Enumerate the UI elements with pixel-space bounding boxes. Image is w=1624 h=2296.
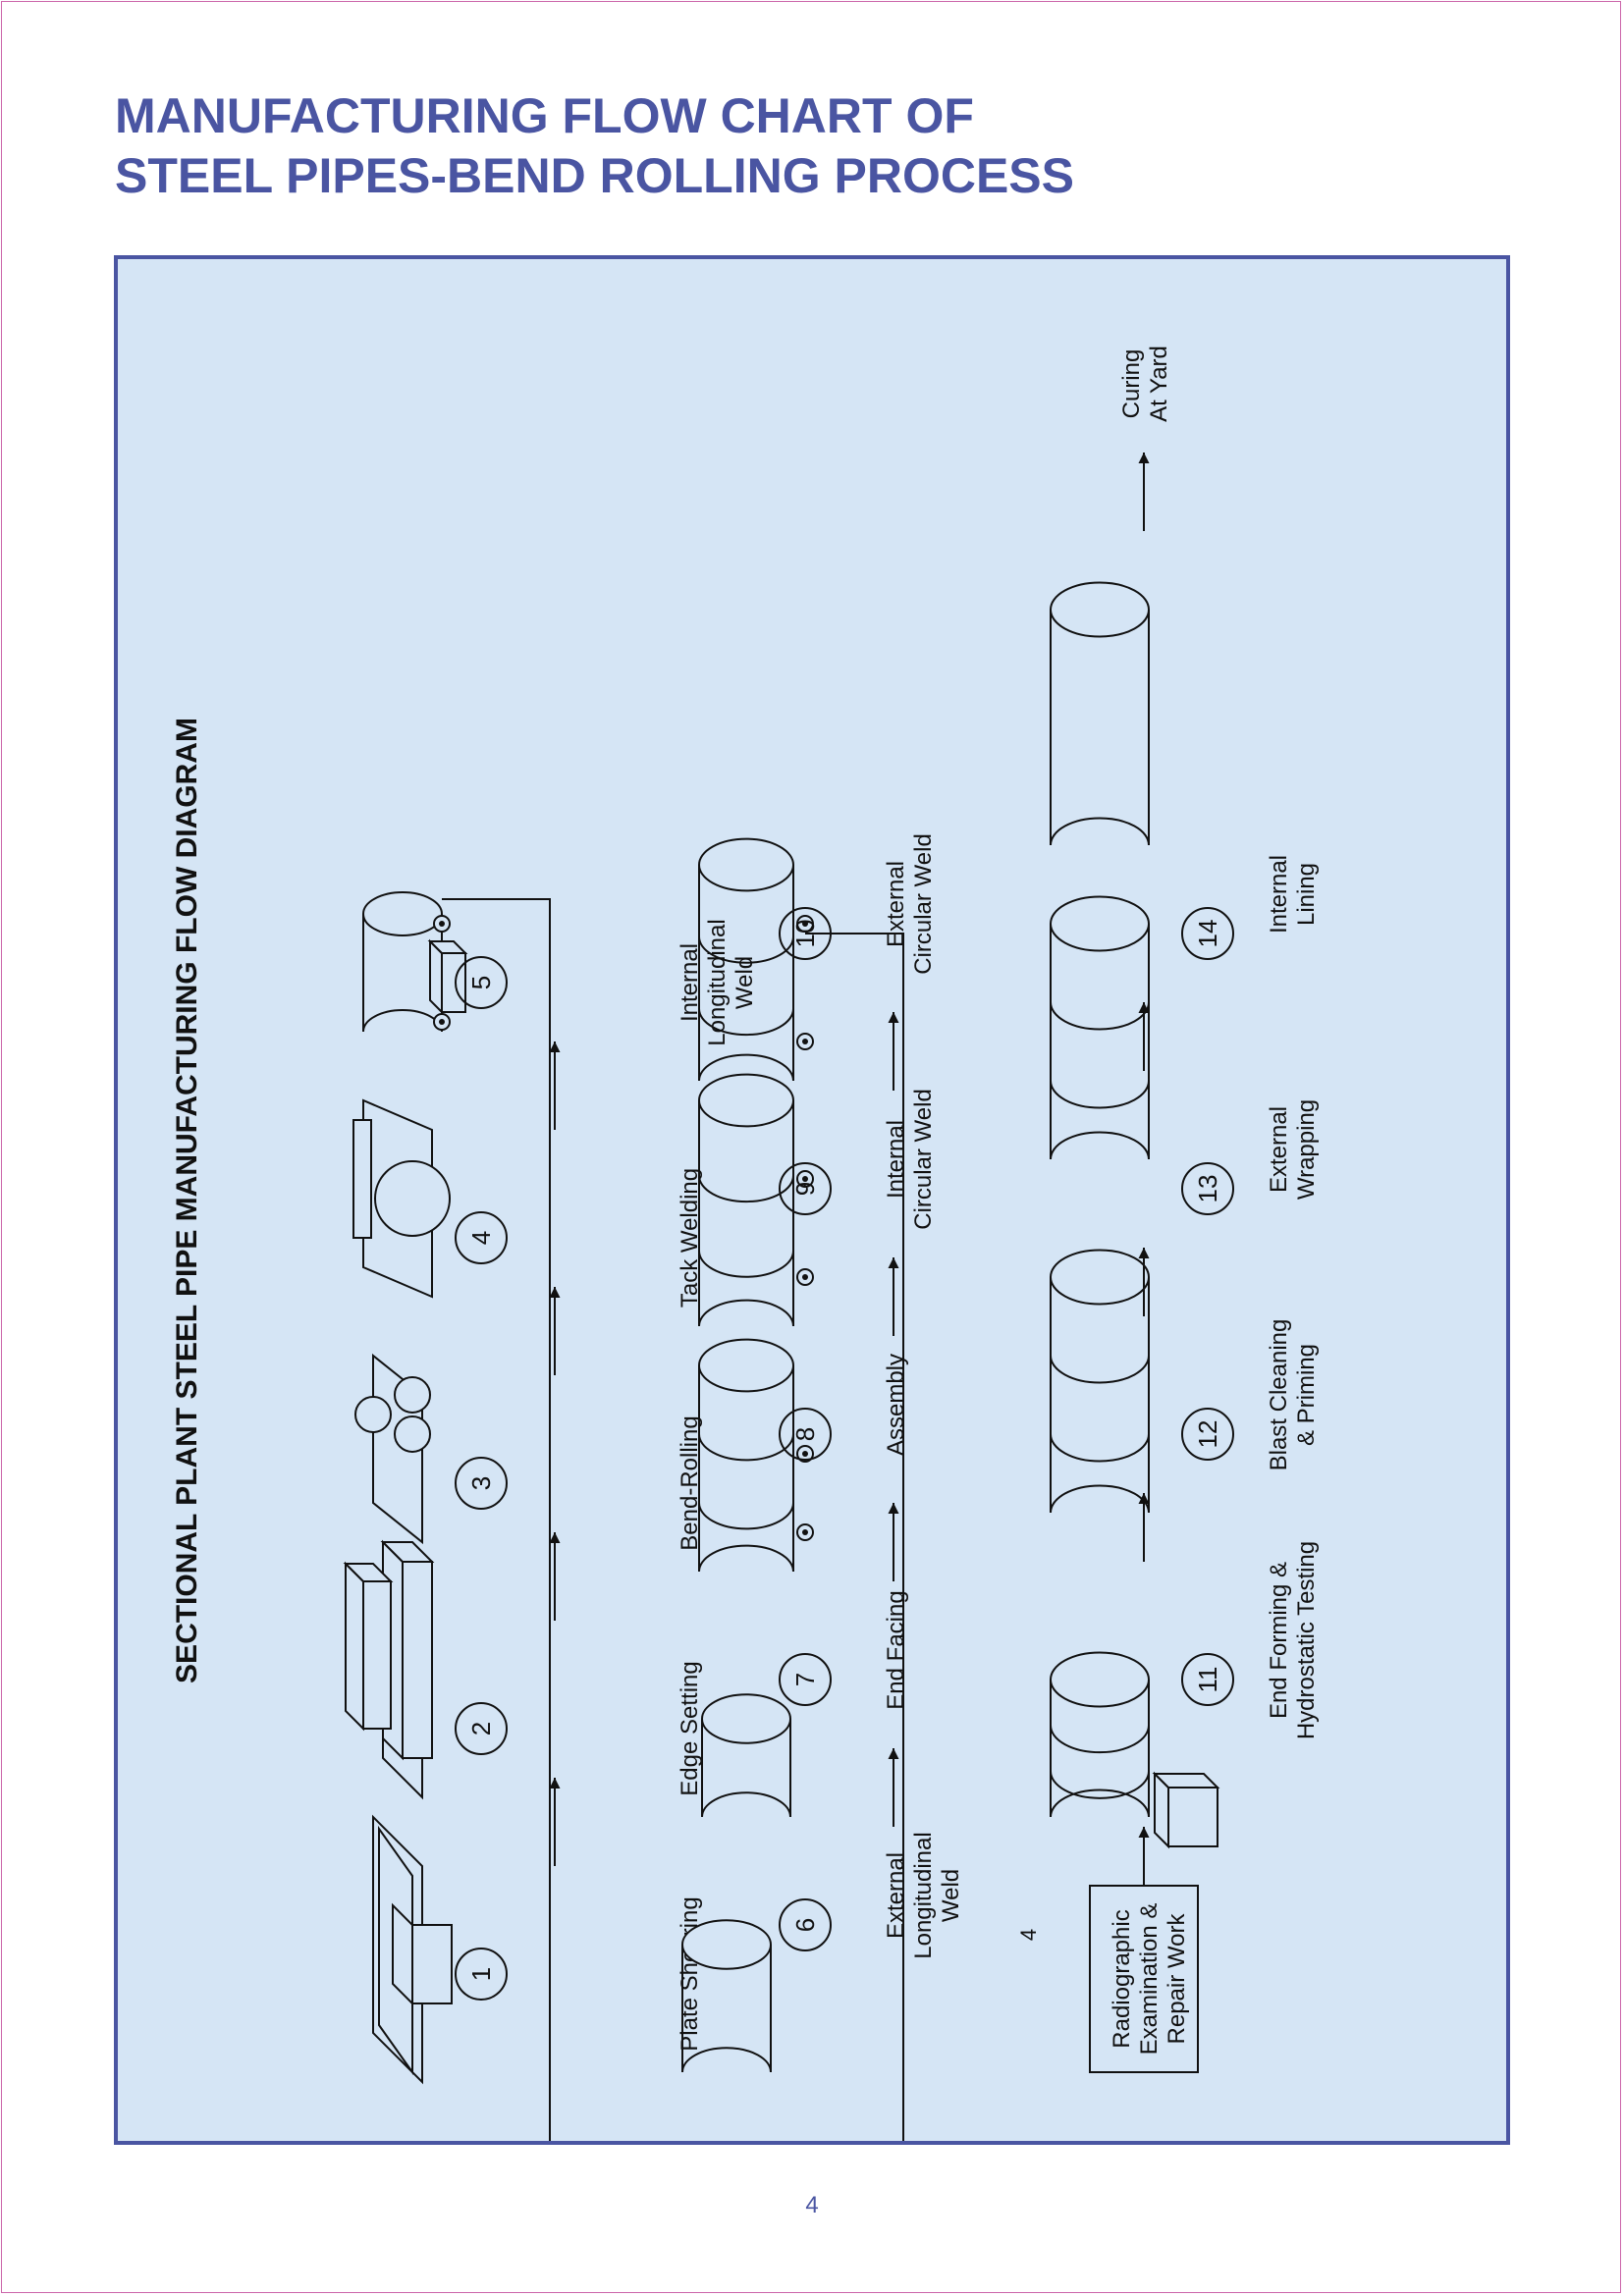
step-2-number-circle: [455, 1702, 508, 1755]
final-label-line: At Yard: [1146, 346, 1172, 422]
step-6-number: 6: [790, 1918, 820, 1932]
row-connector-2-3: [805, 933, 904, 2141]
step-7-number-circle: [779, 1653, 832, 1706]
step-14-label-line: Lining: [1293, 863, 1320, 926]
step-11-number-circle: [1181, 1653, 1234, 1706]
step-3-number-circle: [455, 1457, 508, 1510]
step-9-label-line: Internal: [883, 1120, 909, 1199]
step-7-pipe: [701, 1693, 791, 1818]
step-7-number: 7: [790, 1673, 820, 1686]
step-11-number: 11: [1193, 1667, 1222, 1693]
step-12-number: 12: [1193, 1420, 1222, 1449]
step-11-label-line: Hydrostatic Testing: [1293, 1541, 1320, 1739]
step-2-number: 2: [466, 1722, 496, 1735]
flow-diagram-panel: SECTIONAL PLANT STEEL PIPE MANUFACTURING…: [114, 255, 1510, 2145]
step-1-number: 1: [466, 1967, 496, 1981]
step-4-number-circle: [455, 1211, 508, 1264]
step-1-illustration: [372, 1814, 453, 2085]
step-8-label: Assembly: [883, 1354, 909, 1456]
step-1-number-circle: [455, 1948, 508, 2001]
roller: [796, 1445, 814, 1463]
final-label-line: Curing: [1118, 349, 1145, 419]
diagram-heading: SECTIONAL PLANT STEEL PIPE MANUFACTURING…: [171, 718, 203, 1683]
radiographic-box-text-line: Examination &: [1136, 1903, 1163, 2056]
step-10-pipe: [698, 837, 794, 1082]
step-14-label-line: Internal: [1266, 855, 1292, 934]
step-10-label-line: Circular Weld: [910, 833, 937, 975]
step-13-number: 13: [1193, 1175, 1222, 1203]
roller: [796, 915, 814, 933]
step-9-number-circle: [779, 1162, 832, 1215]
roller: [796, 1033, 814, 1050]
step-9-pipe: [698, 1073, 794, 1327]
step-4-number: 4: [466, 1231, 496, 1245]
title-line-2: STEEL PIPES-BEND ROLLING PROCESS: [115, 148, 1075, 203]
step-8-number-circle: [779, 1408, 832, 1461]
radiographic-box-text-line: Repair Work: [1164, 1913, 1190, 2045]
step-5-welder: [427, 938, 468, 1015]
step-2-label-line: Edge Setting: [677, 1661, 703, 1795]
step-14-number: 14: [1193, 920, 1222, 948]
step-12-number-circle: [1181, 1408, 1234, 1461]
step-12-label-line: & Priming: [1293, 1344, 1320, 1446]
step-4-illustration: [352, 1098, 451, 1299]
step-1-label: Plate Shearing: [677, 1896, 703, 2051]
row-connector-1-2: [442, 898, 551, 2141]
step-11-label-line: End Forming &: [1266, 1562, 1292, 1719]
step-1-label-line: Plate Shearing: [677, 1896, 703, 2051]
step-7-label: End Facing: [883, 1590, 909, 1709]
flow-diagram: SECTIONAL PLANT STEEL PIPE MANUFACTURING…: [171, 346, 1320, 2141]
roller: [796, 1523, 814, 1541]
step-3-illustration: [354, 1353, 431, 1545]
step-11-label: End Forming &Hydrostatic Testing: [1266, 1541, 1320, 1739]
step-6-label-line: External: [883, 1852, 909, 1939]
radiographic-marker: 4: [1016, 1929, 1041, 1941]
page-title: MANUFACTURING FLOW CHART OF STEEL PIPES-…: [115, 86, 1074, 206]
step-8-pipe: [698, 1338, 794, 1573]
step-6-number-circle: [779, 1898, 832, 1951]
step-12-label-line: Blast Cleaning: [1266, 1319, 1292, 1471]
step-12-pipe: [1050, 1249, 1150, 1514]
step-8-number: 8: [790, 1427, 820, 1441]
step-7-label-line: End Facing: [883, 1590, 909, 1709]
step-5-label-line: Longitudinal: [704, 919, 731, 1045]
step-14-pipe: [1050, 581, 1150, 846]
title-line-1: MANUFACTURING FLOW CHART OF: [115, 88, 974, 143]
page-number: 4: [805, 2192, 819, 2218]
step-6-label-line: Longitudinal: [910, 1832, 937, 1958]
step-5-number-circle: [455, 956, 508, 1009]
step-11-test-head: [1152, 1771, 1220, 1849]
step-11-pipe: [1050, 1651, 1150, 1818]
roller: [796, 1268, 814, 1286]
step-5-roller: [433, 915, 451, 933]
step-13-pipe: [1050, 895, 1150, 1160]
step-12-label: Blast Cleaning& Priming: [1266, 1319, 1320, 1471]
step-9-number: 9: [790, 1182, 820, 1196]
step-2-label: Edge Setting: [677, 1661, 703, 1795]
step-5-number: 5: [466, 976, 496, 989]
step-6-pipe: [681, 1919, 772, 2073]
step-5-label-line: Weld: [731, 956, 758, 1009]
step-3-number: 3: [466, 1476, 496, 1490]
step-5-roller: [433, 1013, 451, 1031]
roller: [796, 1170, 814, 1188]
step-14-number-circle: [1181, 907, 1234, 960]
step-9-label-line: Circular Weld: [910, 1089, 937, 1230]
step-13-number-circle: [1181, 1162, 1234, 1215]
radiographic-box-text-line: Radiographic: [1109, 1909, 1135, 2048]
step-8-label-line: Assembly: [883, 1354, 909, 1456]
step-13-label-line: External: [1266, 1106, 1292, 1193]
step-2-press-top: [343, 1561, 394, 1732]
step-13-label-line: Wrapping: [1293, 1099, 1320, 1200]
step-6-label-line: Weld: [938, 1869, 964, 1922]
